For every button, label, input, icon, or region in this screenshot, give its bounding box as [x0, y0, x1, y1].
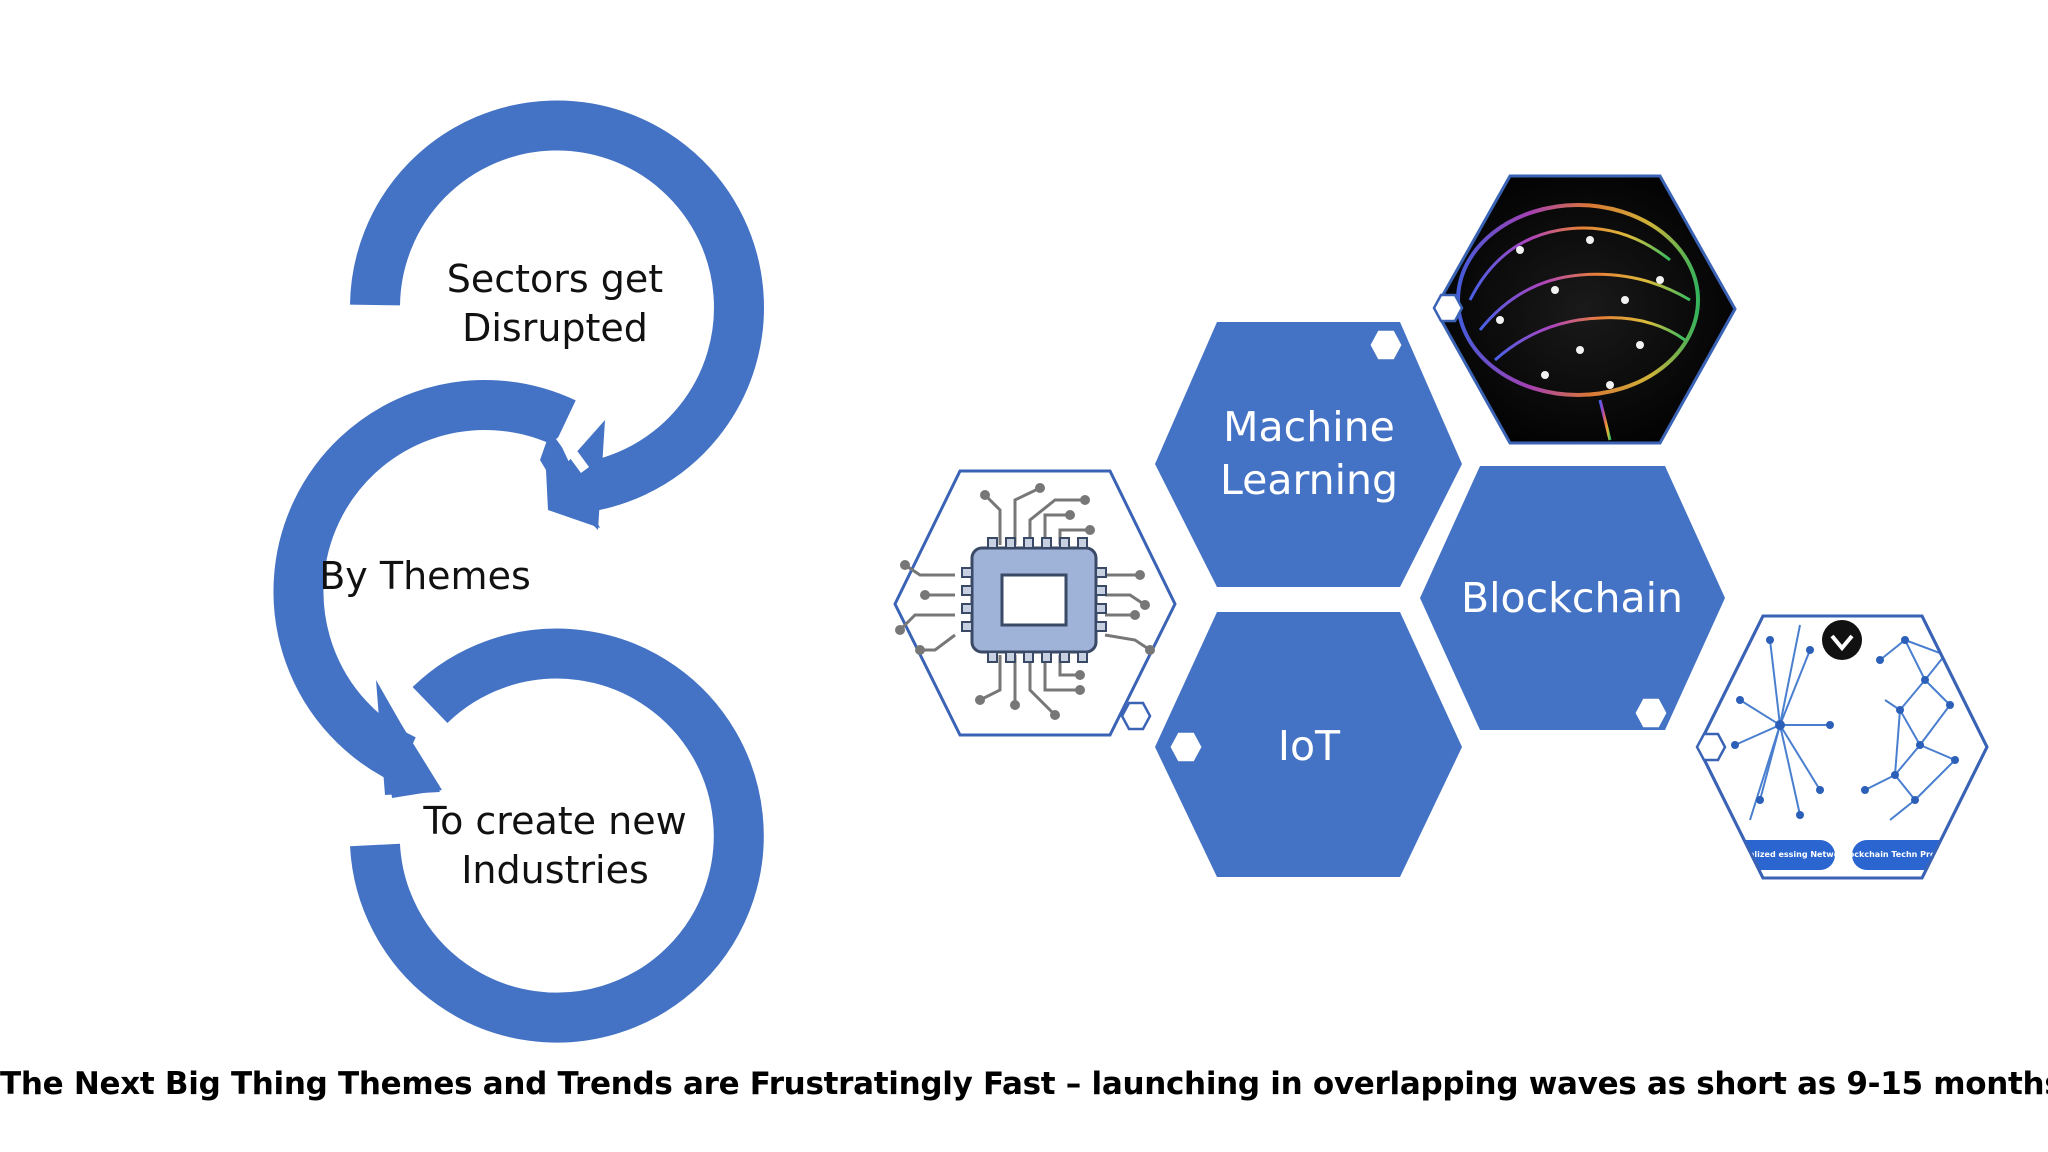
small-hex-icons [1120, 293, 1727, 762]
cycle-step-2: By Themes [319, 554, 531, 598]
cycle-step-1-line2: Disrupted [462, 306, 648, 350]
small-hex-icon [1170, 732, 1202, 762]
cycle-step-1-line1: Sectors get [447, 257, 663, 301]
small-hex-icon [1695, 732, 1727, 762]
cycle-arrow-middle [273, 380, 576, 798]
cycle-step-3-line1: To create new [422, 799, 686, 843]
small-hex-icon [1432, 293, 1464, 323]
hex-machine-learning-line2: Learning [1220, 456, 1398, 504]
small-hex-icon [1120, 701, 1152, 731]
hex-machine-learning-line1: Machine [1223, 403, 1395, 451]
hex-brain-image [1433, 174, 1737, 445]
hex-iot: IoT [1155, 612, 1462, 877]
hex-blockchain-label: Blockchain [1461, 574, 1683, 622]
slide-caption: The Next Big Thing Themes and Trends are… [0, 1066, 2048, 1102]
logo-badge-icon [1822, 620, 1862, 660]
hex-machine-learning: Machine Learning [1155, 322, 1462, 587]
hexagon-cluster: Machine Learning Blockchain IoT [893, 174, 1989, 880]
cycle-diagram: Sectors get Disrupted By Themes To creat… [273, 100, 764, 1043]
hex-iot-label: IoT [1278, 722, 1341, 770]
cycle-arrow-bottom [350, 628, 764, 1043]
brain-circuit-icon [1456, 203, 1700, 441]
hex-network-image: tional Centralized essing Network Blockc… [1696, 614, 1989, 880]
cycle-arrow-top [350, 100, 764, 530]
chip-icon [895, 483, 1155, 720]
cycle-step-3-line2: Industries [461, 848, 649, 892]
small-hex-icon [1370, 330, 1402, 360]
hex-blockchain: Blockchain [1420, 466, 1725, 730]
network-left-badge-text: tional Centralized essing Network [1696, 850, 1850, 859]
network-right-badge-text: Blockchain Techn Processing Net [1840, 850, 1988, 859]
network-graph-icon: tional Centralized essing Network Blockc… [1696, 620, 1988, 870]
small-hex-icon [1635, 698, 1667, 728]
hex-chip-image [893, 469, 1177, 737]
